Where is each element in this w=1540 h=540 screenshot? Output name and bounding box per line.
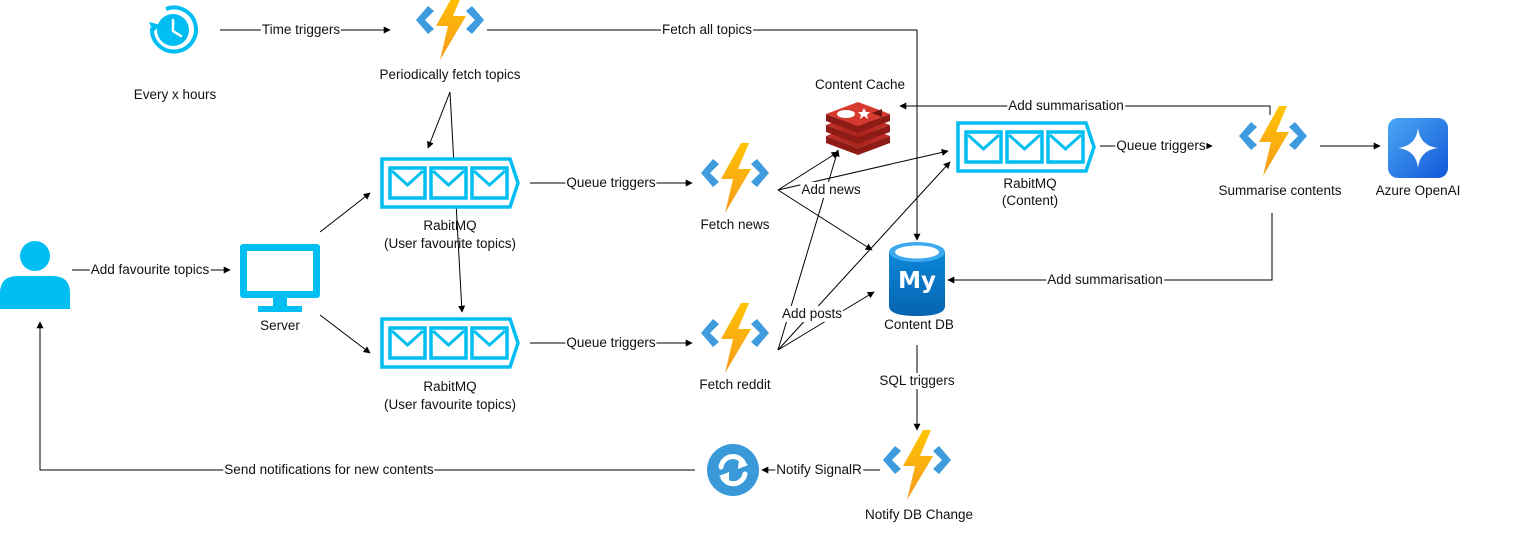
fetch-news-label: Fetch news <box>700 217 770 232</box>
monitor-icon <box>240 244 320 312</box>
edge-label-fetch-all-topics: Fetch all topics <box>660 21 754 39</box>
edge-label-sql-triggers: SQL triggers <box>878 372 956 390</box>
mysql-icon: My <box>889 242 945 316</box>
redis-icon <box>826 102 890 155</box>
queue-content-label-line1: RabitMQ <box>1003 176 1057 191</box>
queue-icon <box>380 157 520 209</box>
azure-function-icon <box>701 303 769 373</box>
edge-label-add-news: Add news <box>800 181 862 199</box>
queue-top-label-line1: RabitMQ <box>423 218 477 233</box>
edge-label-queue-triggers-bottom: Queue triggers <box>565 334 657 352</box>
azure-openai-icon <box>1388 118 1448 178</box>
content-db-label: Content DB <box>884 317 954 332</box>
queue-top-label-line2: (User favourite topics) <box>383 236 517 251</box>
summarise-label: Summarise contents <box>1218 183 1342 198</box>
queue-content-label-line2: (Content) <box>1001 193 1059 208</box>
azure-function-icon <box>416 0 484 60</box>
user-icon <box>0 241 70 309</box>
azure-function-icon <box>883 430 951 500</box>
fetch-reddit-label: Fetch reddit <box>699 377 771 392</box>
azure-function-icon <box>1239 106 1307 176</box>
edge-label-queue-triggers-content: Queue triggers <box>1115 137 1207 155</box>
openai-label: Azure OpenAI <box>1375 183 1461 198</box>
periodic-fetch-label: Periodically fetch topics <box>379 67 521 82</box>
server-label: Server <box>260 318 300 333</box>
edge-label-add-posts: Add posts <box>780 305 844 323</box>
edge-label-notify-signalr: Notify SignalR <box>775 461 863 479</box>
svg-text:My: My <box>898 268 936 294</box>
edge-label-time-triggers: Time triggers <box>260 21 342 39</box>
queue-icon <box>380 317 520 369</box>
clock-icon <box>149 5 198 54</box>
edge-label-add-favourite-topics: Add favourite topics <box>89 261 211 279</box>
azure-function-icon <box>701 143 769 213</box>
edge-label-add-summarisation-db: Add summarisation <box>1046 271 1164 289</box>
timer-label: Every x hours <box>133 87 217 102</box>
edge-label-queue-triggers-top: Queue triggers <box>565 174 657 192</box>
content-cache-label: Content Cache <box>814 77 906 92</box>
queue-bottom-label-line2: (User favourite topics) <box>383 397 517 412</box>
edge-label-send-notifications: Send notifications for new contents <box>223 461 435 479</box>
notify-db-label: Notify DB Change <box>864 507 974 522</box>
edge-label-add-summarisation-cache: Add summarisation <box>1007 97 1125 115</box>
signalr-icon <box>707 444 759 496</box>
queue-icon <box>956 121 1096 173</box>
queue-bottom-label-line1: RabitMQ <box>423 379 477 394</box>
